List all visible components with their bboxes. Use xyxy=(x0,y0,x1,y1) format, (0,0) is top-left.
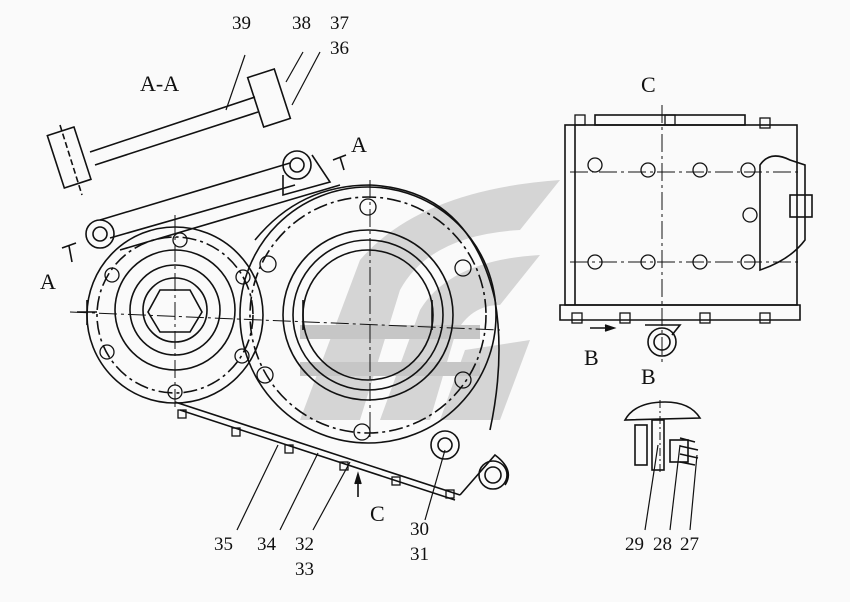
view-marker-c-bottom: C xyxy=(370,501,385,526)
part-label-32: 32 xyxy=(295,534,314,555)
part-label-37: 37 xyxy=(330,13,349,34)
view-c xyxy=(559,105,813,365)
part-label-28: 28 xyxy=(653,534,672,555)
view-marker-b-bottom: B xyxy=(641,364,656,389)
part-label-30: 30 xyxy=(410,519,429,540)
part-label-29: 29 xyxy=(625,534,644,555)
main-view xyxy=(46,67,510,501)
part-label-34: 34 xyxy=(257,534,276,555)
view-marker-b-left: B xyxy=(584,345,599,370)
part-label-35: 35 xyxy=(214,534,233,555)
part-label-31: 31 xyxy=(410,544,429,565)
watermark-logo xyxy=(300,180,560,420)
section-marker-a-left: A xyxy=(40,269,56,294)
section-marker-a-top: A xyxy=(351,132,367,157)
section-label-a-a: A-A xyxy=(140,71,180,96)
view-b-detail xyxy=(623,400,702,475)
bolt-heads-c xyxy=(571,114,771,324)
part-label-27: 27 xyxy=(680,534,699,555)
part-label-38: 38 xyxy=(292,13,311,34)
view-marker-c-top: C xyxy=(641,72,656,97)
bolt-heads xyxy=(99,198,472,499)
part-label-39: 39 xyxy=(232,13,251,34)
part-label-36: 36 xyxy=(330,38,349,59)
leader-lines xyxy=(225,51,698,531)
part-label-33: 33 xyxy=(295,559,314,580)
